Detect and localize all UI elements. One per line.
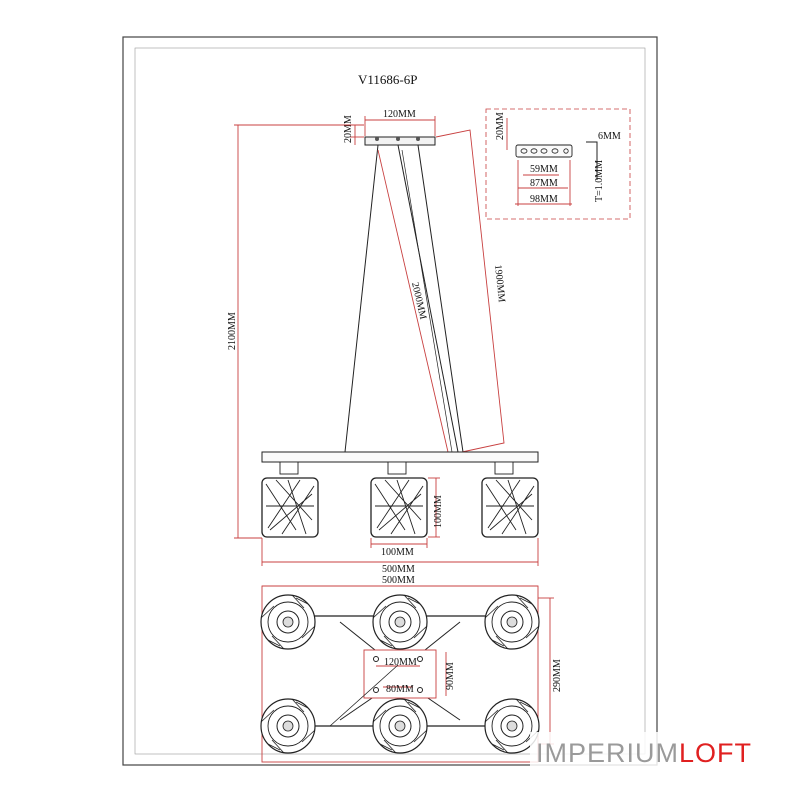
dim-canopy-height: 20MM bbox=[343, 115, 354, 143]
dim-plate-width: 90MM bbox=[445, 662, 456, 690]
bracket-detail-box bbox=[485, 108, 631, 220]
dim-plate-hole: 80MM bbox=[386, 684, 414, 695]
dim-shade-width: 100MM bbox=[381, 547, 414, 558]
dim-cable-short-line bbox=[435, 129, 505, 453]
canopy-screw-right bbox=[416, 137, 420, 141]
bracket-profile bbox=[586, 141, 598, 180]
plan-lamp-1 bbox=[260, 594, 316, 650]
cable-right bbox=[417, 144, 464, 453]
dim-plan-width: 290MM bbox=[552, 659, 563, 692]
shade-left bbox=[261, 477, 319, 538]
watermark-part2: LOFT bbox=[679, 738, 752, 768]
shade-right bbox=[481, 477, 539, 538]
plan-lamp-3 bbox=[484, 594, 540, 650]
bracket-hole-1 bbox=[520, 148, 528, 154]
model-title: V11686-6P bbox=[358, 72, 417, 87]
frame-outer bbox=[122, 36, 658, 766]
plate-hole-4 bbox=[417, 687, 423, 693]
dim-shade-height: 100MM bbox=[433, 495, 444, 528]
dim-bracket-slot-span: 87MM bbox=[530, 178, 558, 189]
dim-cable-short: 1900MM bbox=[492, 264, 507, 303]
dim-bracket-length: 98MM bbox=[530, 194, 558, 205]
watermark-backdrop bbox=[530, 732, 766, 770]
shade-center bbox=[370, 477, 428, 538]
cable-center bbox=[397, 144, 459, 453]
dim-plan-length: 500MM bbox=[382, 575, 415, 586]
plate-hole-2 bbox=[417, 656, 423, 662]
socket-right bbox=[494, 461, 514, 475]
cable-left bbox=[344, 144, 379, 453]
bracket-plate bbox=[515, 144, 573, 158]
cable-power bbox=[401, 149, 453, 453]
fixture-bar bbox=[261, 451, 539, 463]
plate-hole-1 bbox=[373, 656, 379, 662]
canopy bbox=[364, 136, 436, 146]
dim-bracket-thickness: T=1.0MM bbox=[594, 160, 605, 202]
plan-lamp-5 bbox=[372, 698, 428, 754]
socket-left bbox=[279, 461, 299, 475]
dim-overall-height: 2100MM bbox=[227, 312, 238, 350]
plan-lamp-6 bbox=[484, 698, 540, 754]
dim-bracket-height: 20MM bbox=[495, 112, 506, 140]
dim-plate-length: 120MM bbox=[384, 657, 417, 668]
dim-bar-length: 500MM bbox=[382, 564, 415, 575]
bracket-hole-4 bbox=[551, 148, 559, 154]
plan-strut-3 bbox=[339, 695, 376, 721]
canopy-screw-left bbox=[375, 137, 379, 141]
plan-outline bbox=[261, 585, 539, 763]
dim-canopy-width: 120MM bbox=[383, 109, 416, 120]
plan-lamp-4 bbox=[260, 698, 316, 754]
bracket-hole-2 bbox=[530, 148, 538, 154]
plate-hole-3 bbox=[373, 687, 379, 693]
plan-strut-4 bbox=[424, 695, 461, 721]
bracket-hole-5 bbox=[563, 148, 569, 154]
plan-strut-1 bbox=[339, 621, 376, 651]
plan-strut-2 bbox=[424, 621, 461, 651]
dim-cable-long-line bbox=[377, 149, 449, 453]
dim-bracket-hole-span: 59MM bbox=[530, 164, 558, 175]
plan-cable bbox=[329, 664, 399, 727]
socket-center bbox=[387, 461, 407, 475]
canopy-screw-mid bbox=[396, 137, 400, 141]
plan-lamp-2 bbox=[372, 594, 428, 650]
dim-bracket-top: 6MM bbox=[598, 131, 621, 142]
watermark-logo: IMPERIUMLOFT bbox=[536, 738, 752, 768]
watermark-part1: IMPERIUM bbox=[536, 738, 679, 768]
bracket-hole-3 bbox=[540, 148, 548, 154]
frame-inner bbox=[134, 47, 646, 755]
